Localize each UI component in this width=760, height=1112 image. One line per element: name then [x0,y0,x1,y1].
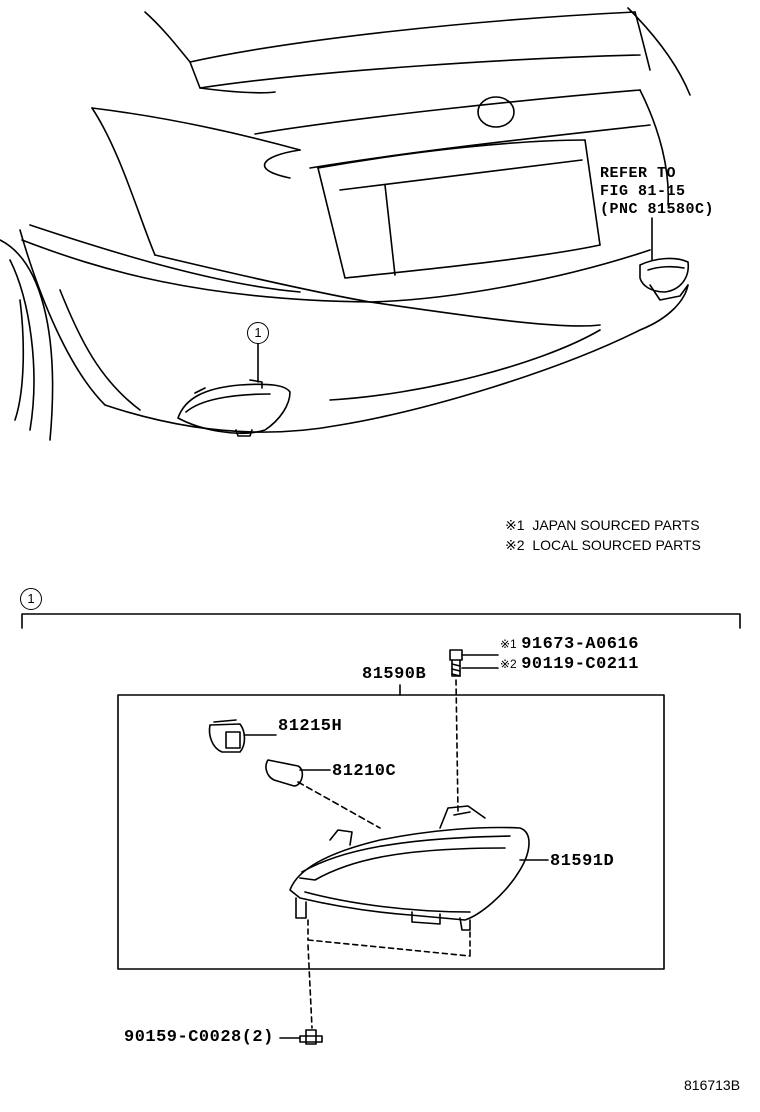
legend-mark: ※1 [505,517,525,533]
part-label-assembly: 81590B [362,665,427,684]
callout-circle-car: 1 [247,322,269,344]
part-number: 90119-C0211 [521,655,639,674]
refer-note-line3: (PNC 81580C) [600,201,715,218]
legend-mark: ※2 [505,537,525,553]
figure-id: 816713B [684,1077,741,1093]
part-label-bottom-screw: 90159-C0028(2) [124,1028,274,1047]
refer-note: REFER TO FIG 81-15 (PNC 81580C) [600,165,714,219]
part-label-socket: 81215H [278,717,343,736]
legend-text: LOCAL SOURCED PARTS [532,537,701,553]
refer-note-line2: FIG 81-15 [600,183,686,200]
refer-note-line1: REFER TO [600,165,677,182]
part-label-bulb: 81210C [332,762,397,781]
part-label-screw-local: ※2 90119-C0211 [500,656,639,673]
part-number: 91673-A0616 [521,635,639,654]
part-label-screw-japan: ※1 91673-A0616 [500,636,639,653]
legend-text: JAPAN SOURCED PARTS [532,517,700,533]
part-label-lens-body: 81591D [550,852,615,871]
legend-item-local: ※2 LOCAL SOURCED PARTS [505,538,701,552]
vehicle-rear-illustration [0,7,691,441]
exploded-parts-illustration [21,613,741,1045]
callout-circle-section: 1 [20,588,42,610]
legend-mark: ※2 [500,657,517,671]
legend-item-japan: ※1 JAPAN SOURCED PARTS [505,518,700,532]
legend-mark: ※1 [500,637,517,651]
